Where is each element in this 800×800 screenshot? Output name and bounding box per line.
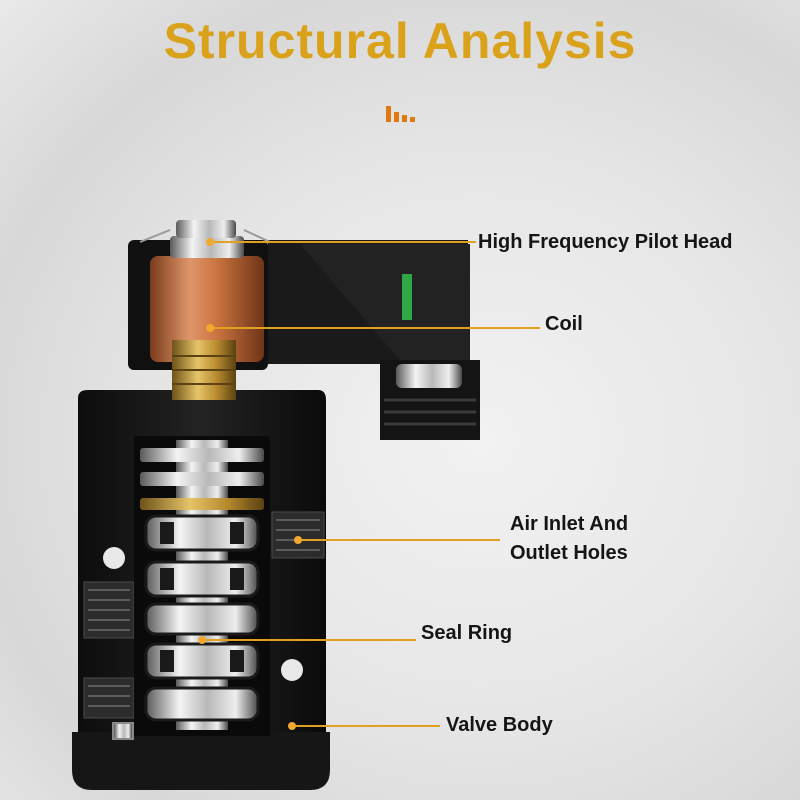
- label-air-inlet: Air Inlet And Outlet Holes: [510, 510, 628, 568]
- bars-icon: [386, 106, 415, 122]
- spool-assembly: [140, 440, 264, 730]
- page-title: Structural Analysis: [163, 13, 637, 69]
- label-seal-ring: Seal Ring: [421, 622, 513, 644]
- label-valve-body: Valve Body: [446, 714, 553, 736]
- copper-coil: [150, 256, 264, 362]
- label-coil: Coil: [545, 313, 583, 335]
- leader-dots: [198, 238, 302, 730]
- label-air-inlet-line2: Outlet Holes: [510, 542, 628, 564]
- pilot-stem: [172, 340, 236, 400]
- label-pilot-head: High Frequency Pilot Head: [478, 231, 733, 253]
- label-air-inlet-line1: Air Inlet And: [510, 513, 629, 535]
- leader-lines: [202, 241, 540, 727]
